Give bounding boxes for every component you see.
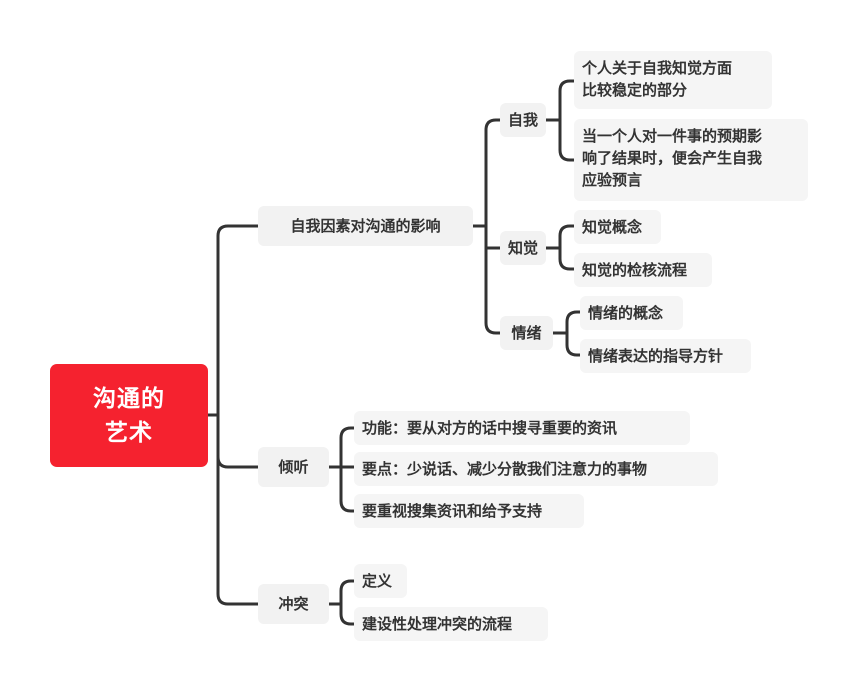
connector-qingxu-leaf2 xyxy=(565,331,582,357)
branch-listening[interactable]: 倾听 xyxy=(258,447,329,487)
leaf-perception-check-process[interactable]: 知觉的检核流程 xyxy=(574,253,712,287)
leaf-text-line: 比较稳定的部分 xyxy=(582,81,688,99)
connector-ziwo-leaf1 xyxy=(544,79,576,122)
leaf-text-line: 响了结果时，便会产生自我 xyxy=(582,149,763,167)
leaf-text-line: 要点：少说话、减少分散我们注意力的事物 xyxy=(362,460,648,478)
leaf-listening-gather-support[interactable]: 要重视搜集资讯和给予支持 xyxy=(354,494,584,528)
connector-self-ziwo xyxy=(471,118,502,228)
leaf-text-line: 当一个人对一件事的预期影 xyxy=(582,127,763,145)
leaf-emotion-expression-guidelines[interactable]: 情绪表达的指导方针 xyxy=(580,339,751,373)
branch-conflict[interactable]: 冲突 xyxy=(258,584,329,624)
connector-root-listen xyxy=(216,413,260,469)
subtopic-self[interactable]: 自我 xyxy=(500,103,546,137)
root-title-line2: 艺术 xyxy=(105,419,153,446)
branch-label: 自我因素对沟通的影响 xyxy=(290,217,441,235)
leaf-text-line: 功能：要从对方的话中搜寻重要的资讯 xyxy=(362,419,618,437)
branch-label: 倾听 xyxy=(278,458,309,476)
connector-conflict-leaf1 xyxy=(327,579,356,606)
subtopic-perception[interactable]: 知觉 xyxy=(500,231,546,265)
branch-label: 冲突 xyxy=(278,595,309,613)
leaf-conflict-definition[interactable]: 定义 xyxy=(354,564,407,598)
leaf-text-line: 知觉的检核流程 xyxy=(582,261,688,279)
subtopic-label: 情绪 xyxy=(511,324,542,342)
leaf-text-line: 要重视搜集资讯和给予支持 xyxy=(362,502,543,520)
subtopic-label: 知觉 xyxy=(507,239,538,257)
connector-listen-leaf1 xyxy=(327,426,356,469)
connector-zhijue-leaf2 xyxy=(558,246,576,271)
connector-root-self xyxy=(205,224,260,417)
leaf-listening-function[interactable]: 功能：要从对方的话中搜寻重要的资讯 xyxy=(354,411,690,445)
subtopic-label: 自我 xyxy=(507,111,538,129)
leaf-text-line: 知觉概念 xyxy=(582,218,643,236)
connector-listen-leaf3 xyxy=(339,465,356,513)
connector-conflict-leaf2 xyxy=(339,602,356,626)
leaf-self-fulfilling-prophecy[interactable]: 当一个人对一件事的预期影 响了结果时，便会产生自我 应验预言 xyxy=(574,119,808,201)
leaf-text-line: 情绪表达的指导方针 xyxy=(588,347,724,365)
leaf-text-line: 个人关于自我知觉方面 xyxy=(582,59,733,77)
connector-root-conflict xyxy=(216,455,260,606)
root-title-line1: 沟通的 xyxy=(93,385,165,412)
leaf-text-line: 定义 xyxy=(362,572,393,590)
root-node[interactable]: 沟通的 艺术 xyxy=(50,364,208,467)
branch-self-factors[interactable]: 自我因素对沟通的影响 xyxy=(258,206,473,246)
leaf-self-stable-part[interactable]: 个人关于自我知觉方面 比较稳定的部分 xyxy=(574,51,772,109)
leaf-perception-concept[interactable]: 知觉概念 xyxy=(574,210,661,244)
leaf-text-line: 情绪的概念 xyxy=(588,304,664,322)
leaf-text-line: 建设性处理冲突的流程 xyxy=(362,615,513,633)
connector-self-zhijue xyxy=(484,224,502,250)
connector-zhijue-leaf1 xyxy=(544,224,576,250)
connector-qingxu-leaf1 xyxy=(551,310,582,335)
subtopic-emotion[interactable]: 情绪 xyxy=(500,316,553,350)
leaf-conflict-constructive-process[interactable]: 建设性处理冲突的流程 xyxy=(354,607,548,641)
connector-self-qingxu xyxy=(484,246,502,335)
leaf-listening-key-points[interactable]: 要点：少说话、减少分散我们注意力的事物 xyxy=(354,452,718,486)
leaf-emotion-concept[interactable]: 情绪的概念 xyxy=(580,296,683,330)
connector-ziwo-leaf2 xyxy=(558,118,576,162)
leaf-text-line: 应验预言 xyxy=(582,171,643,189)
